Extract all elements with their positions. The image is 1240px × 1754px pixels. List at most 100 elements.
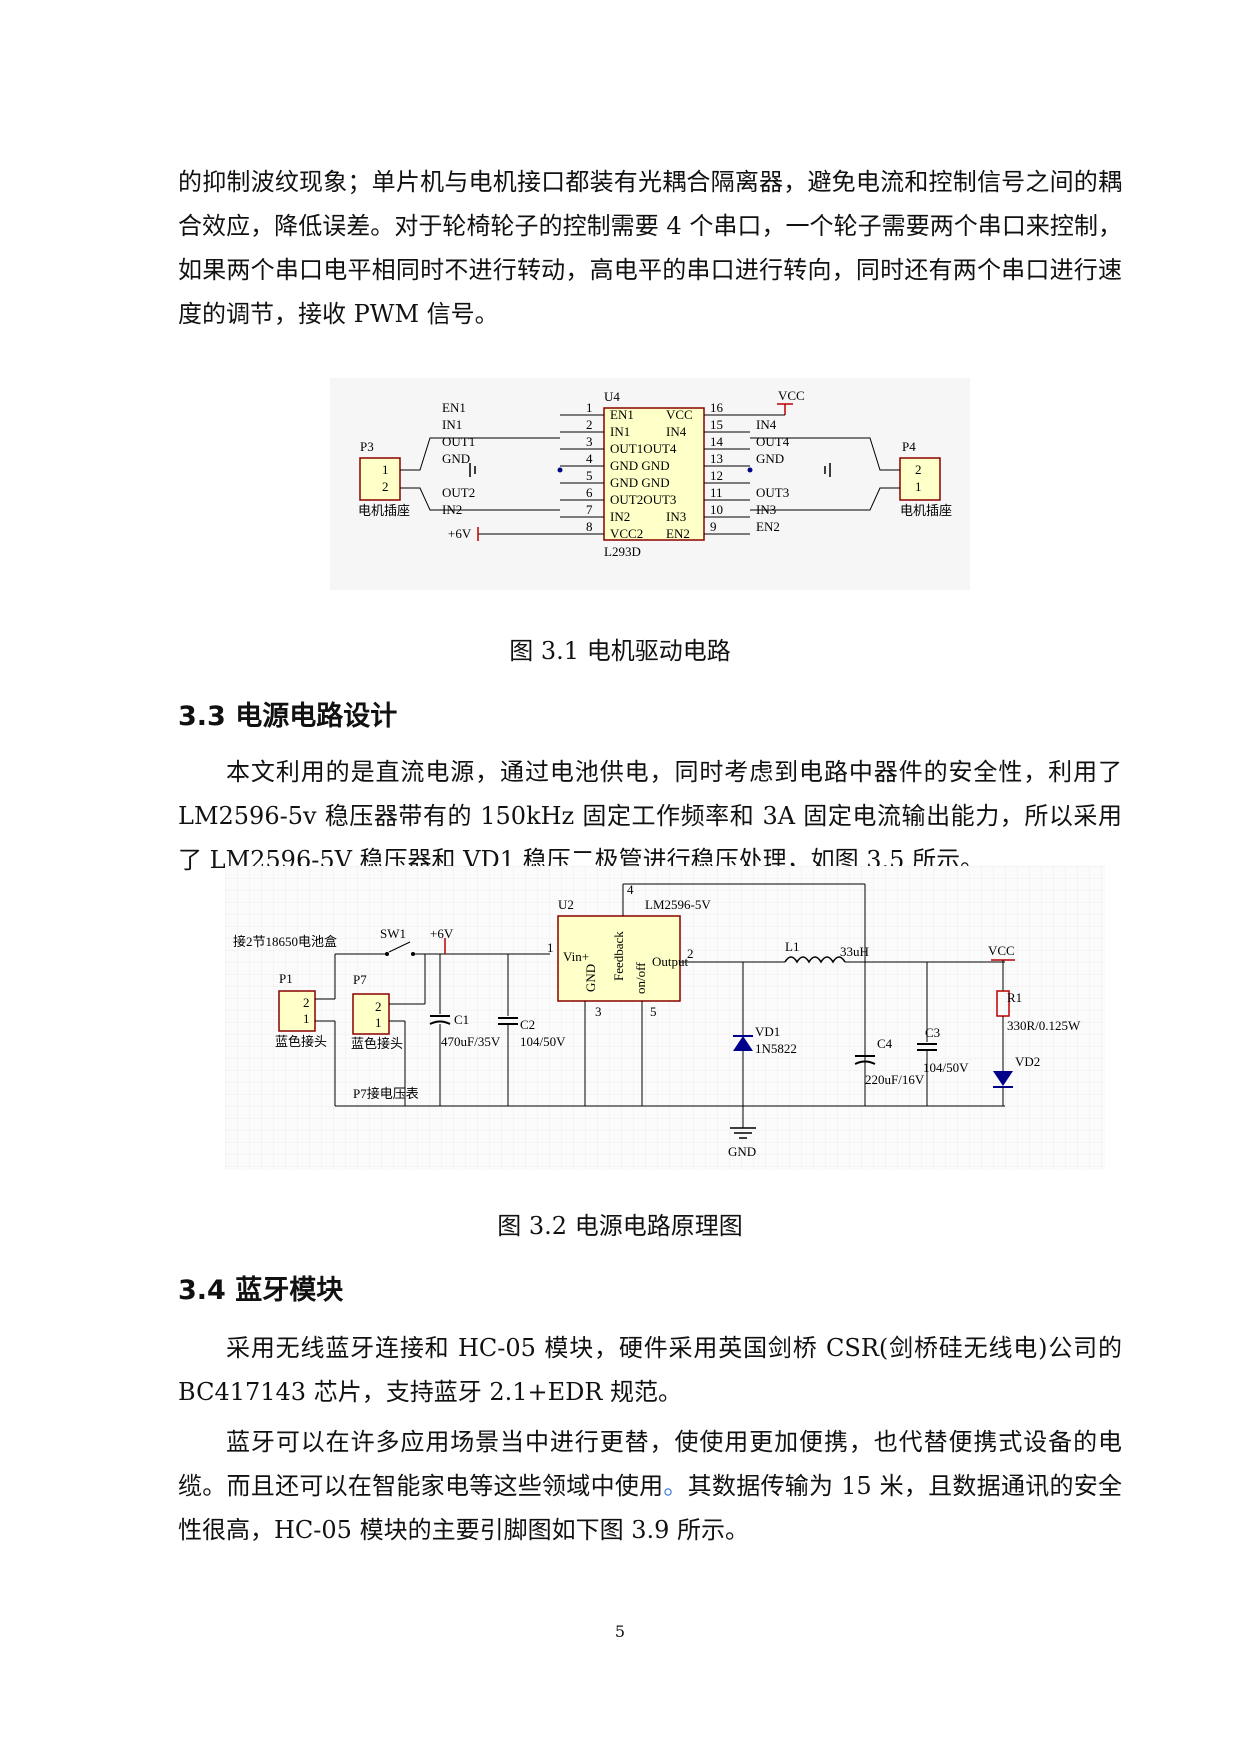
left-pin-num: 6 (586, 485, 593, 500)
left-pin-num: 5 (586, 468, 593, 483)
left-inner-label: EN1 (610, 407, 634, 422)
right-pin-num: 15 (710, 417, 723, 432)
right-net-label: GND (756, 451, 784, 466)
left-pin-num: 3 (586, 434, 593, 449)
svg-text:Output: Output (652, 954, 689, 969)
right-net-label: OUT3 (756, 485, 789, 500)
svg-text:3: 3 (595, 1004, 602, 1019)
c3-value: 104/50V (923, 1060, 969, 1075)
svg-text:1: 1 (375, 1015, 382, 1030)
svg-text:4: 4 (627, 882, 634, 897)
left-net-label: OUT1 (442, 434, 475, 449)
body-paragraph-3: 采用无线蓝牙连接和 HC-05 模块，硬件采用英国剑桥 CSR(剑桥硅无线电)公… (178, 1334, 1122, 1406)
right-inner-label: VCC (666, 407, 693, 422)
connector-p3-label: 电机插座 (358, 503, 410, 518)
p3-pin-1: 1 (382, 462, 389, 477)
c1-ref: C1 (454, 1012, 469, 1027)
p4-pin-1: 1 (915, 479, 922, 494)
right-pin-num: 9 (710, 519, 717, 534)
right-pin-num: 16 (710, 400, 724, 415)
left-net-label: GND (442, 451, 470, 466)
left-pin-num: 4 (586, 451, 593, 466)
connector-p3 (359, 457, 401, 501)
p1-ref: P1 (279, 971, 293, 986)
svg-text:2: 2 (687, 946, 694, 961)
left-inner-label: OUT1OUT4 (610, 441, 677, 456)
c2-value: 104/50V (520, 1034, 566, 1049)
left-pin-num: 2 (586, 417, 593, 432)
svg-text:1: 1 (547, 940, 554, 955)
connector-p4-ref: P4 (902, 439, 916, 454)
svg-text:Vin+: Vin+ (563, 949, 589, 964)
right-pin-num: 10 (710, 502, 723, 517)
left-pin-num: 7 (586, 502, 593, 517)
svg-text:GND: GND (583, 964, 598, 992)
svg-text:2: 2 (375, 999, 382, 1014)
l1-ref: L1 (785, 939, 799, 954)
chip-name-2: LM2596-5V (645, 897, 711, 912)
figure-3-2-caption: 图 3.2 电源电路原理图 (497, 1212, 743, 1240)
left-inner-label: GND GND (610, 458, 670, 473)
c4-value: 220uF/16V (865, 1072, 925, 1087)
svg-text:Feedback: Feedback (611, 931, 626, 981)
p7-note: P7接电压表 (353, 1086, 419, 1101)
p7-jack-label: 蓝色接头 (351, 1036, 403, 1051)
left-net-label: EN1 (442, 400, 466, 415)
vd1-ref: VD1 (755, 1024, 780, 1039)
left-inner-label: VCC2 (610, 526, 643, 541)
left-net-label: IN1 (442, 417, 462, 432)
left-inner-label: IN1 (610, 424, 630, 439)
c1-value: 470uF/35V (441, 1034, 501, 1049)
left-inner-label: OUT2OUT3 (610, 492, 676, 507)
p1-jack-label: 蓝色接头 (275, 1034, 327, 1049)
c4-ref: C4 (877, 1036, 893, 1051)
u2-ref: U2 (558, 897, 574, 912)
l1-value: 33uH (840, 944, 869, 959)
right-pin-num: 14 (710, 434, 724, 449)
chip-body (603, 407, 705, 541)
right-inner-label: EN2 (666, 526, 690, 541)
battery-label: 接2节18650电池盒 (233, 934, 337, 949)
connector-p4-label: 电机插座 (900, 503, 952, 518)
connector-p4 (899, 457, 941, 501)
right-pin-num: 13 (710, 451, 723, 466)
r1-value: 330R/0.125W (1007, 1018, 1081, 1033)
section-3-4-heading: 3.4 蓝牙模块 (178, 1275, 344, 1306)
connector-p3-ref: P3 (360, 439, 374, 454)
plus6v-label: +6V (448, 526, 472, 541)
right-net-label: IN4 (756, 417, 777, 432)
left-inner-label: GND GND (610, 475, 670, 490)
c3-ref: C3 (925, 1025, 940, 1040)
section-3-3-heading: 3.3 电源电路设计 (178, 701, 398, 732)
regulator-chip (557, 915, 681, 1002)
plus6v-label-2: +6V (430, 926, 454, 941)
left-net-label: OUT2 (442, 485, 475, 500)
left-pin-num: 1 (586, 400, 593, 415)
svg-text:1: 1 (303, 1011, 310, 1026)
figure-3-1-caption: 图 3.1 电机驱动电路 (509, 637, 731, 665)
vd2-ref: VD2 (1015, 1054, 1040, 1069)
r1-ref: R1 (1007, 990, 1022, 1005)
page-number: 5 (614, 1622, 626, 1641)
right-inner-label: IN3 (666, 509, 686, 524)
svg-text:2: 2 (303, 995, 310, 1010)
gnd-label: GND (728, 1144, 756, 1159)
right-pin-num: 11 (710, 485, 723, 500)
p3-pin-2: 2 (382, 479, 389, 494)
right-net-label: OUT4 (756, 434, 790, 449)
chip-name: L293D (604, 544, 641, 559)
body-paragraph-1: 的抑制波纹现象；单片机与电机接口都装有光耦合隔离器，避免电流和控制信号之间的耦合… (178, 168, 1122, 328)
left-pin-num: 8 (586, 519, 593, 534)
vcc-label-2: VCC (988, 943, 1015, 958)
right-inner-label: IN4 (666, 424, 687, 439)
svg-text:on/off: on/off (633, 962, 648, 994)
power-supply-schematic: 接2节18650电池盒 SW1 +6V P1 2 1 蓝色接头 P7 2 1 蓝… (225, 866, 1105, 1170)
chip-ref: U4 (604, 389, 620, 404)
p4-pin-2: 2 (915, 462, 922, 477)
svg-text:5: 5 (650, 1004, 657, 1019)
sw1-label: SW1 (380, 926, 406, 941)
left-inner-label: IN2 (610, 509, 630, 524)
right-net-label: EN2 (756, 519, 780, 534)
body-paragraph-4: 蓝牙可以在许多应用场景当中进行更替，使使用更加便携，也代替便携式设备的电缆。而且… (178, 1428, 1123, 1544)
